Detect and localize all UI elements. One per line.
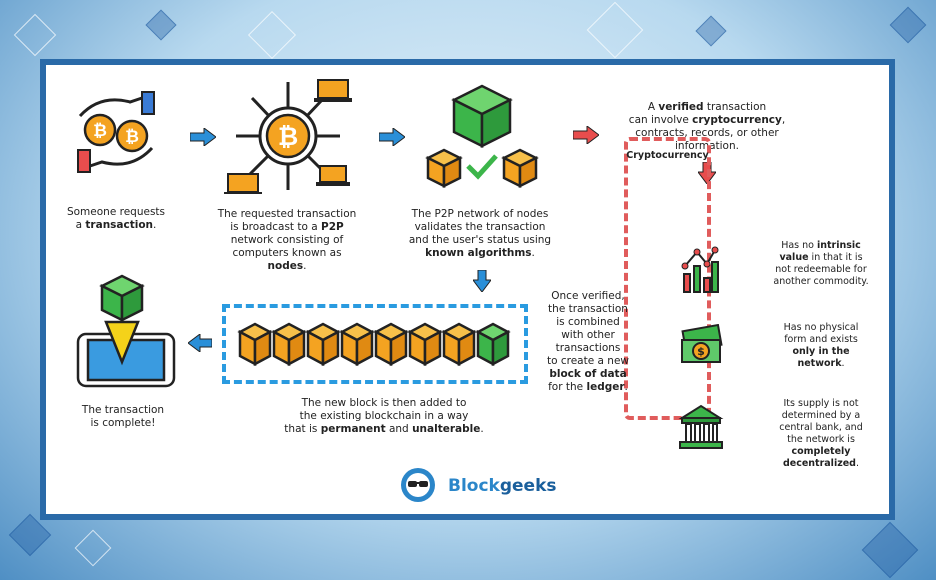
node-blocks-icon <box>425 84 539 189</box>
chart-icon <box>681 246 719 293</box>
crypto-item2-text: Has no physical form and exists only in … <box>783 322 859 369</box>
phone-block-icon <box>76 274 176 388</box>
step6-text: The new block is then added to the exist… <box>284 397 484 435</box>
chain-block <box>237 322 273 367</box>
blockchain-box <box>222 304 528 384</box>
step7-text: The transaction is complete! <box>81 404 165 429</box>
chain-block <box>407 322 443 367</box>
arrow-down-icon <box>473 270 491 292</box>
chain-block <box>373 322 409 367</box>
new-block <box>475 322 511 367</box>
crypto-item1-text: Has no intrinsic value in that it is not… <box>773 240 869 287</box>
step3-text: The P2P network of nodes validates the t… <box>408 208 552 259</box>
blockchain-icon <box>237 322 511 367</box>
arrow-right-icon <box>573 126 599 144</box>
chain-block <box>339 322 375 367</box>
blockgeeks-logo-icon <box>401 468 435 502</box>
bitcoin-hands-icon: ₿ ₿ <box>77 91 155 173</box>
cryptocurrency-title: Cryptocurrency <box>626 150 709 161</box>
arrow-left-icon <box>188 334 212 352</box>
svg-text:₿: ₿ <box>93 121 107 141</box>
svg-text:$: $ <box>697 345 705 358</box>
chain-block <box>271 322 307 367</box>
svg-text:₿: ₿ <box>278 122 298 151</box>
chain-block <box>305 322 341 367</box>
money-icon: $ <box>681 324 723 363</box>
svg-text:₿: ₿ <box>125 127 139 147</box>
brand-name: Blockgeeks <box>448 476 557 496</box>
crypto-item3-text: Its supply is not determined by a centra… <box>779 398 863 469</box>
arrow-right-icon <box>379 128 405 146</box>
step2-text: The requested transaction is broadcast t… <box>217 208 357 272</box>
step1-text: Someone requests a transaction. <box>66 206 166 231</box>
step4-text: A verified transaction can involve crypt… <box>628 101 786 152</box>
bitcoin-network-icon: ₿ <box>224 79 352 194</box>
arrow-right-icon <box>190 128 216 146</box>
step5-text: Once verified, the transaction is combin… <box>546 290 630 393</box>
chain-block <box>441 322 477 367</box>
bank-icon <box>678 404 724 449</box>
